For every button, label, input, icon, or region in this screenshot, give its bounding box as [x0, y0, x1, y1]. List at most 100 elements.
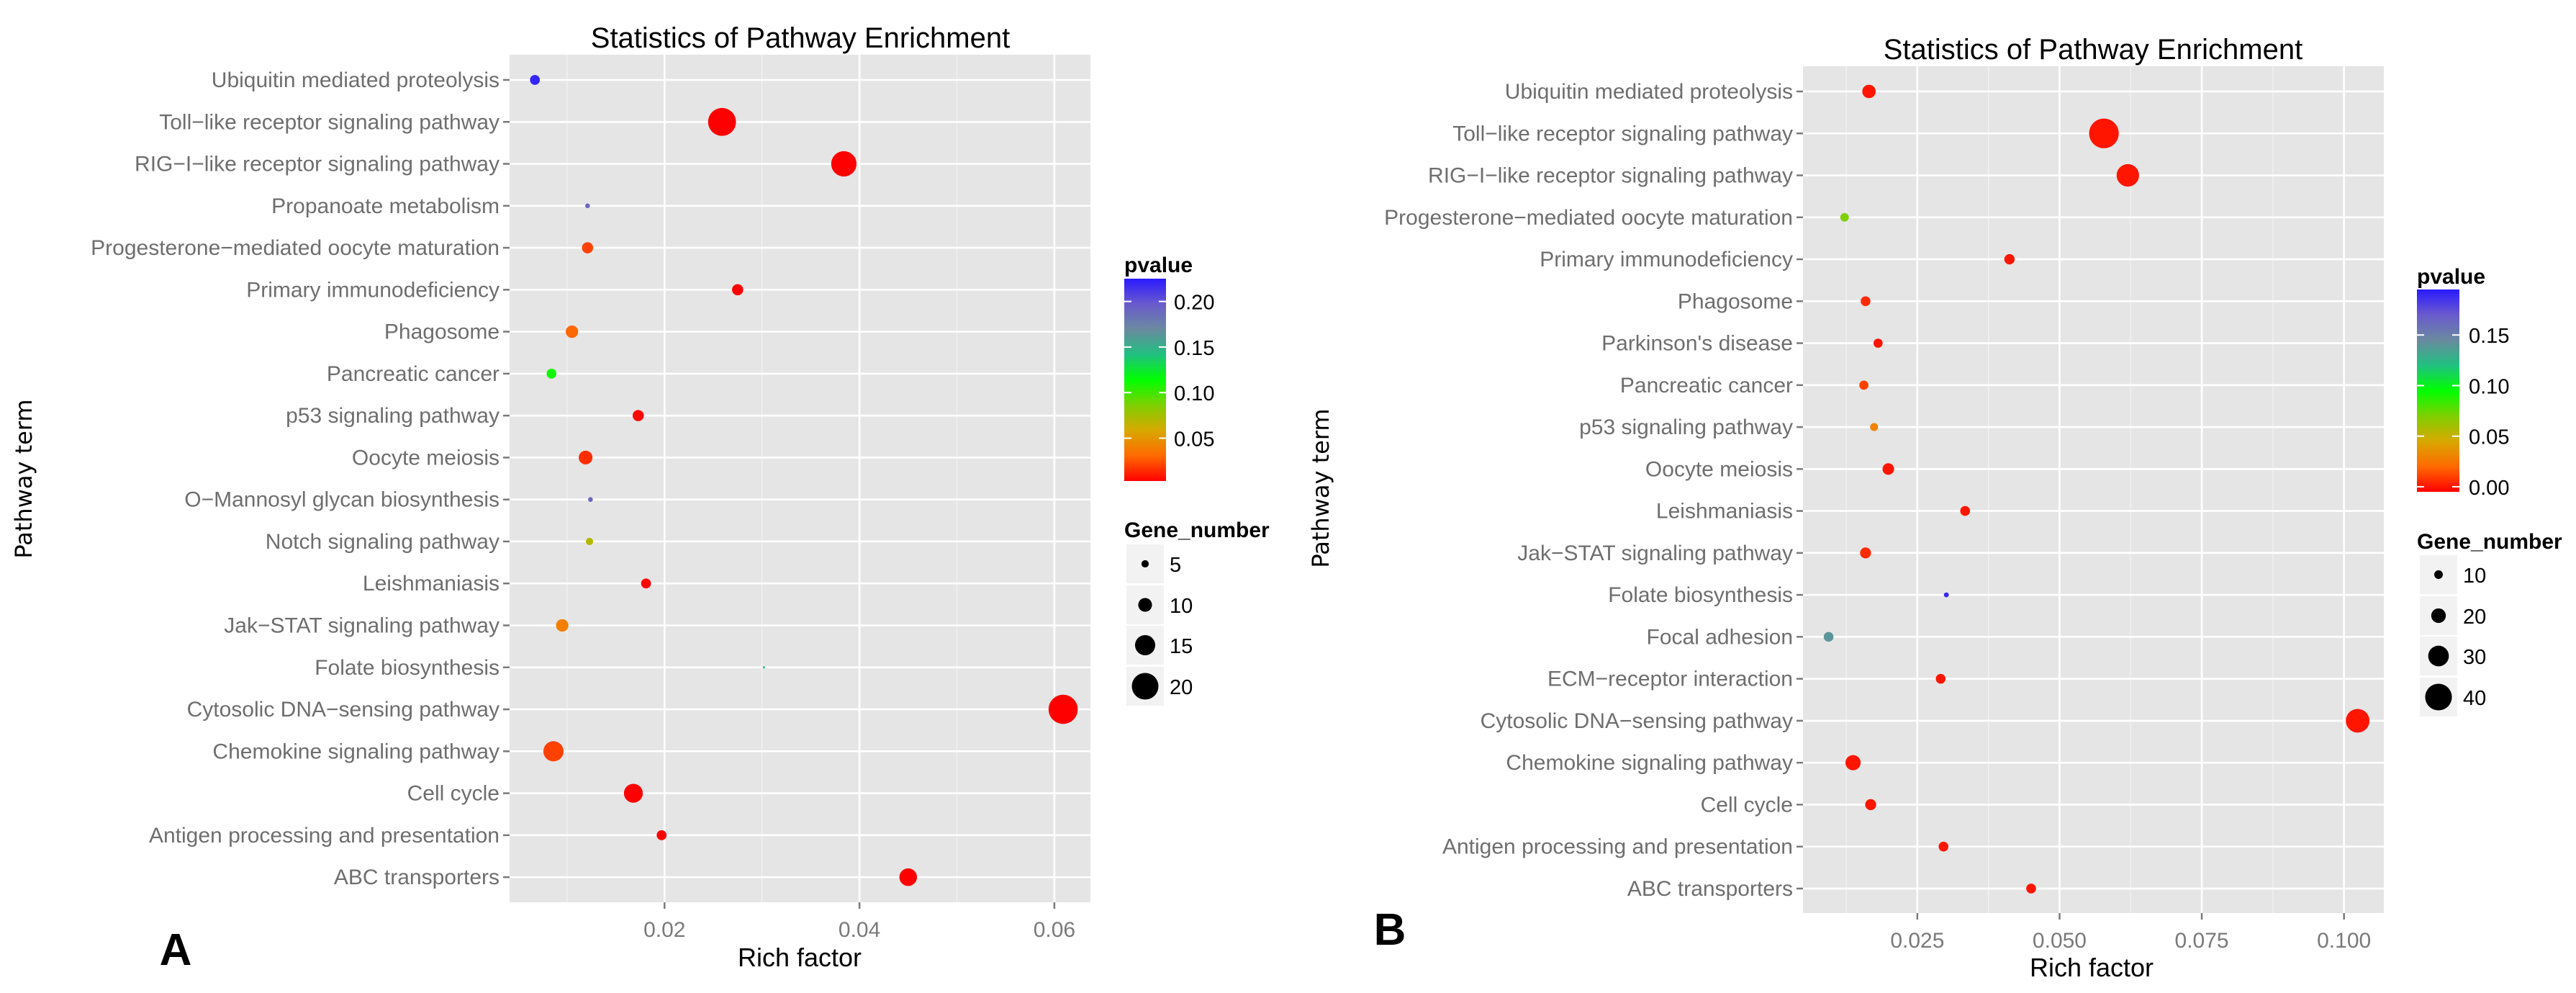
data-point	[1859, 380, 1868, 390]
data-point	[2004, 253, 2015, 265]
legend-key-label: 20	[1170, 676, 1193, 699]
category-label: Focal adhesion	[1647, 625, 1793, 649]
category-label: Cytosolic DNA−sensing pathway	[1481, 709, 1793, 733]
legend-key-label: 15	[1170, 635, 1193, 658]
data-point	[762, 666, 765, 669]
category-label: Phagosome	[1678, 289, 1793, 313]
gene-number-legend-title: Gene_number	[2417, 530, 2562, 554]
category-label: Chemokine signaling pathway	[212, 740, 500, 763]
data-point	[2026, 884, 2036, 894]
data-point	[641, 578, 651, 589]
x-axis-label: Rich factor	[2030, 953, 2154, 982]
category-label: Progesterone−mediated oocyte maturation	[1384, 206, 1793, 230]
data-point	[656, 830, 667, 840]
category-label: Folate biosynthesis	[1608, 583, 1793, 607]
category-label: Leishmaniasis	[363, 572, 500, 596]
legend-key-label: 10	[1170, 595, 1193, 618]
data-point	[1862, 84, 1876, 99]
category-label: Propanoate metabolism	[271, 194, 500, 218]
plot-background	[1803, 66, 2384, 913]
colorbar-label: 0.15	[2469, 325, 2509, 348]
data-point	[732, 284, 744, 296]
y-axis-label: Pathway term	[10, 399, 37, 558]
data-point	[1938, 841, 1949, 852]
data-point	[530, 75, 541, 85]
category-label: Antigen processing and presentation	[149, 824, 500, 848]
data-point	[2346, 709, 2370, 733]
chart-title: Statistics of Pathway Enrichment	[591, 22, 1010, 54]
data-point	[1865, 799, 1876, 811]
category-label: p53 signaling pathway	[1579, 415, 1793, 439]
data-point	[585, 203, 590, 209]
legend-key-label: 30	[2463, 646, 2486, 669]
data-point	[899, 868, 918, 886]
data-point	[1048, 694, 1078, 724]
data-point	[2116, 163, 2139, 187]
legend-key-dot	[2434, 570, 2443, 579]
legend-key-label: 40	[2463, 687, 2486, 710]
data-point	[546, 369, 557, 379]
category-label: Pancreatic cancer	[327, 362, 500, 386]
category-label: Jak−STAT signaling pathway	[1517, 542, 1793, 565]
data-point	[1823, 632, 1834, 642]
chart-title: Statistics of Pathway Enrichment	[1884, 34, 2302, 66]
x-tick-label: 0.100	[2317, 929, 2371, 953]
category-label: ECM−receptor interaction	[1547, 668, 1793, 691]
x-tick-label: 0.04	[839, 918, 880, 942]
pvalue-legend-title: pvalue	[2417, 265, 2485, 289]
category-label: ABC transporters	[1627, 877, 1793, 901]
legend-key-dot	[2428, 645, 2449, 667]
data-point	[1860, 547, 1871, 559]
category-label: Phagosome	[384, 320, 500, 344]
data-point	[565, 325, 579, 338]
gene-number-legend: Gene_number 10 20 30 40	[2417, 530, 2562, 716]
category-label: Toll−like receptor signaling pathway	[1452, 122, 1793, 145]
category-label: RIG−I−like receptor signaling pathway	[135, 153, 500, 176]
legend-key-label: 5	[1170, 554, 1181, 577]
category-label: ABC transporters	[334, 866, 500, 889]
legend-key-dot	[1138, 598, 1152, 612]
category-label: Oocyte meiosis	[1645, 457, 1793, 481]
legend-key-label: 20	[2463, 606, 2486, 629]
pvalue-legend-title: pvalue	[1124, 253, 1193, 277]
category-label: Antigen processing and presentation	[1442, 835, 1793, 859]
category-label: Leishmaniasis	[1656, 500, 1793, 524]
data-point	[2089, 118, 2119, 148]
data-point	[1845, 755, 1861, 770]
x-axis-label: Rich factor	[738, 943, 862, 972]
legend-key-dot	[1131, 673, 1159, 700]
data-point	[588, 497, 593, 502]
colorbar-label: 0.00	[2469, 477, 2509, 500]
data-point	[1840, 212, 1849, 222]
category-label: Folate biosynthesis	[315, 656, 500, 680]
data-point	[579, 450, 593, 464]
category-label: Notch signaling pathway	[266, 530, 500, 554]
panel-b: Ubiquitin mediated proteolysisToll−like …	[1307, 34, 2562, 982]
category-label: Primary immunodeficiency	[246, 278, 500, 302]
data-point	[1870, 423, 1879, 431]
pvalue-colorbar	[1124, 279, 1166, 481]
legend-key-dot	[2425, 683, 2452, 711]
category-label: Progesterone−mediated oocyte maturation	[91, 236, 500, 260]
data-point	[1960, 506, 1971, 516]
legend-key-dot	[2431, 608, 2446, 624]
category-label: O−Mannosyl glycan biosynthesis	[184, 488, 500, 512]
legend-key-dot	[1134, 634, 1156, 656]
category-label: Cell cycle	[1701, 793, 1793, 817]
panel-label: A	[160, 925, 192, 975]
colorbar-label: 0.15	[1174, 337, 1214, 360]
x-tick-label: 0.075	[2175, 929, 2229, 953]
colorbar-label: 0.20	[1174, 292, 1214, 315]
category-label: Parkinson's disease	[1601, 332, 1793, 356]
data-point	[585, 537, 594, 546]
category-label: Cell cycle	[407, 782, 500, 806]
category-label: Primary immunodeficiency	[1540, 248, 1793, 271]
x-tick-label: 0.02	[643, 918, 685, 942]
panel-a: Ubiquitin mediated proteolysisToll−like …	[10, 22, 1270, 975]
category-label: Jak−STAT signaling pathway	[224, 614, 500, 638]
legend-key-label: 10	[2463, 565, 2486, 588]
data-point	[543, 741, 564, 762]
legend-key-dot	[1141, 560, 1149, 568]
